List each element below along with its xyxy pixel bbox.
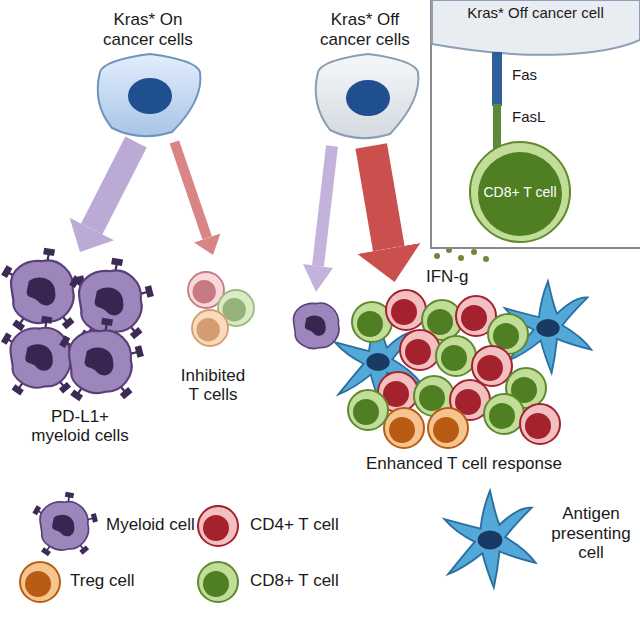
cell-group: PD-L1+ myeloid cells xyxy=(4,252,156,448)
t-cell-circle: CD8+ T cell xyxy=(470,142,570,242)
cancer-cell-band: Kras* Off cancer cell xyxy=(431,0,640,52)
legend-icons xyxy=(20,491,536,602)
inset-panel xyxy=(493,104,501,150)
legend-label: Treg cell xyxy=(70,571,135,591)
small-myeloid-arrow xyxy=(303,146,333,292)
block-arrow xyxy=(174,142,207,238)
cancer-cell-on xyxy=(98,54,201,136)
cancer-cell-node: Kras* Off cancer cells xyxy=(303,6,427,146)
ifn-gamma-dots xyxy=(471,249,477,255)
block-arrow xyxy=(92,142,136,229)
legend-icons xyxy=(444,491,535,588)
cell-label: CD8+ T cell xyxy=(474,184,566,200)
legend-label: CD4+ T cell xyxy=(250,515,339,535)
legend-label: Antigen presenting cell xyxy=(546,504,636,563)
inset-panel xyxy=(432,0,640,55)
cell-group: Enhanced T cell response xyxy=(340,282,588,476)
legend-icons xyxy=(198,506,238,546)
cell-label: Kras* Off cancer cells xyxy=(309,10,421,49)
myeloid-cells xyxy=(71,259,153,340)
enhanced-t-cells xyxy=(384,408,424,448)
cell-label: Kras* On cancer cells xyxy=(92,10,204,49)
block-arrow xyxy=(371,146,389,248)
ligand-label: FasL xyxy=(512,108,545,125)
cancer-cell-node: Kras* On cancer cells xyxy=(88,6,208,142)
enhanced-t-cells xyxy=(335,281,591,448)
cancer-cell-off xyxy=(316,54,419,138)
legend-label: Myeloid cell xyxy=(106,515,195,535)
small-myeloid-arrow xyxy=(318,146,332,266)
enhanced-t-cells xyxy=(400,330,440,370)
cancer-cell-off xyxy=(346,80,390,116)
cell-label: Enhanced T cell response xyxy=(344,454,584,474)
inhibited-t-cells xyxy=(188,272,254,346)
myeloid-cells xyxy=(61,319,143,400)
legend-icons xyxy=(198,562,238,602)
ifn-gamma-dots xyxy=(434,253,440,259)
cell-label: Kras* Off cancer cell xyxy=(436,4,636,21)
cancer-cell-on xyxy=(98,54,201,136)
cancer-cell-off xyxy=(316,54,419,138)
cancer-cell-on xyxy=(128,78,172,114)
enhanced-t-cells xyxy=(472,346,512,386)
cell-label: PD-L1+ myeloid cells xyxy=(24,407,136,446)
cell-group: Inhibited T cells xyxy=(170,255,256,407)
ifn-gamma-dots xyxy=(458,255,464,261)
legend-icons xyxy=(20,562,60,602)
inhibited-t-cells xyxy=(192,310,228,346)
enhanced-t-cells xyxy=(386,290,426,330)
enhanced-t-cells xyxy=(436,336,476,376)
myeloid-cells xyxy=(2,249,339,400)
myeloid-cells xyxy=(293,303,339,348)
inset-panel xyxy=(431,0,640,248)
cell-label: Inhibited T cells xyxy=(174,366,252,405)
receptor-label: Fas xyxy=(512,66,537,83)
ifn-gamma-dots xyxy=(434,247,489,262)
ifn-gamma-dots xyxy=(483,256,489,262)
enhanced-t-cells xyxy=(348,390,388,430)
inset-panel xyxy=(492,52,502,106)
cytokine-label: IFN-g xyxy=(426,267,469,287)
small-myeloid-arrow xyxy=(303,264,333,292)
legend-icons xyxy=(34,493,97,555)
enhanced-t-cells xyxy=(484,394,524,434)
enhanced-t-cells xyxy=(520,404,560,444)
inset-panel xyxy=(431,0,640,248)
inset-panel xyxy=(470,142,570,242)
enhanced-t-cells xyxy=(428,408,468,448)
legend-label: CD8+ T cell xyxy=(250,571,339,591)
